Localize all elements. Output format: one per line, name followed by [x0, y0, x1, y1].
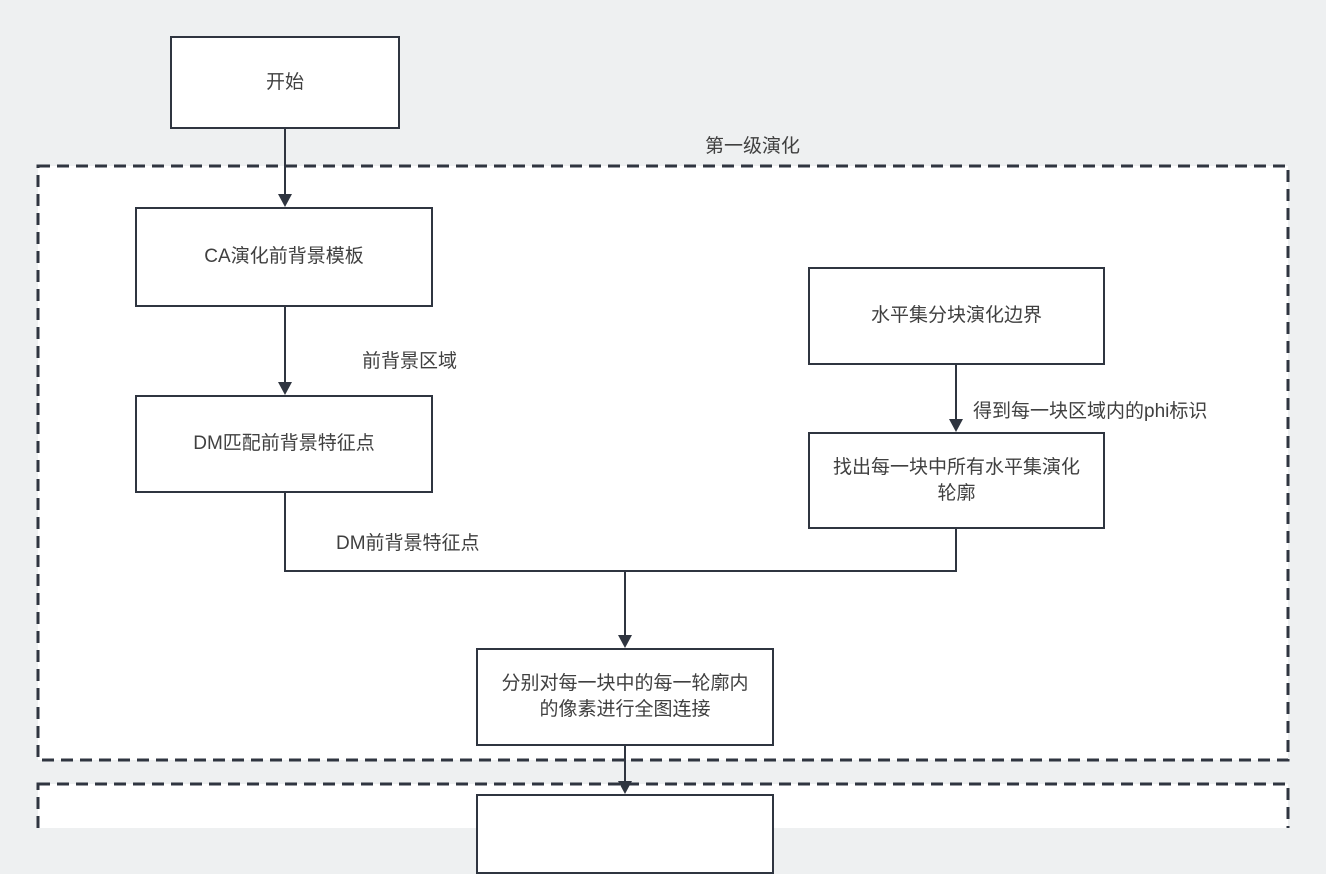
stage1-container-label: 第一级演化: [705, 136, 801, 157]
flowchart-canvas: 第一级演化 开始 CA演化前背景模板 DM匹配前背景特征点 水平集分块演化边界 …: [36, 36, 1290, 874]
node-find-evolution-contours[interactable]: 找出每一块中所有水平集演化 轮廓: [808, 432, 1105, 529]
arrowhead-icon: [949, 419, 963, 432]
node-next-stage[interactable]: [476, 794, 774, 874]
node-start[interactable]: 开始: [170, 36, 400, 129]
edge-label-foreground-region[interactable]: 前背景区域: [362, 351, 458, 372]
node-ca-background-template[interactable]: CA演化前背景模板: [135, 207, 433, 307]
node-levelset-block-boundary[interactable]: 水平集分块演化边界: [808, 267, 1105, 365]
edge-label-dm-feature-points[interactable]: DM前背景特征点: [336, 533, 480, 554]
node-connect-pixels-full-graph[interactable]: 分别对每一块中的每一轮廓内 的像素进行全图连接: [476, 648, 774, 746]
arrowhead-icon: [278, 382, 292, 395]
edge-dm-and-contours-to-junction[interactable]: [284, 493, 957, 572]
arrowhead-icon: [618, 781, 632, 794]
edge-label-phi-mark[interactable]: 得到每一块区域内的phi标识: [973, 401, 1208, 422]
node-dm-match-feature-points[interactable]: DM匹配前背景特征点: [135, 395, 433, 493]
arrowhead-icon: [618, 635, 632, 648]
arrowhead-icon: [278, 194, 292, 207]
